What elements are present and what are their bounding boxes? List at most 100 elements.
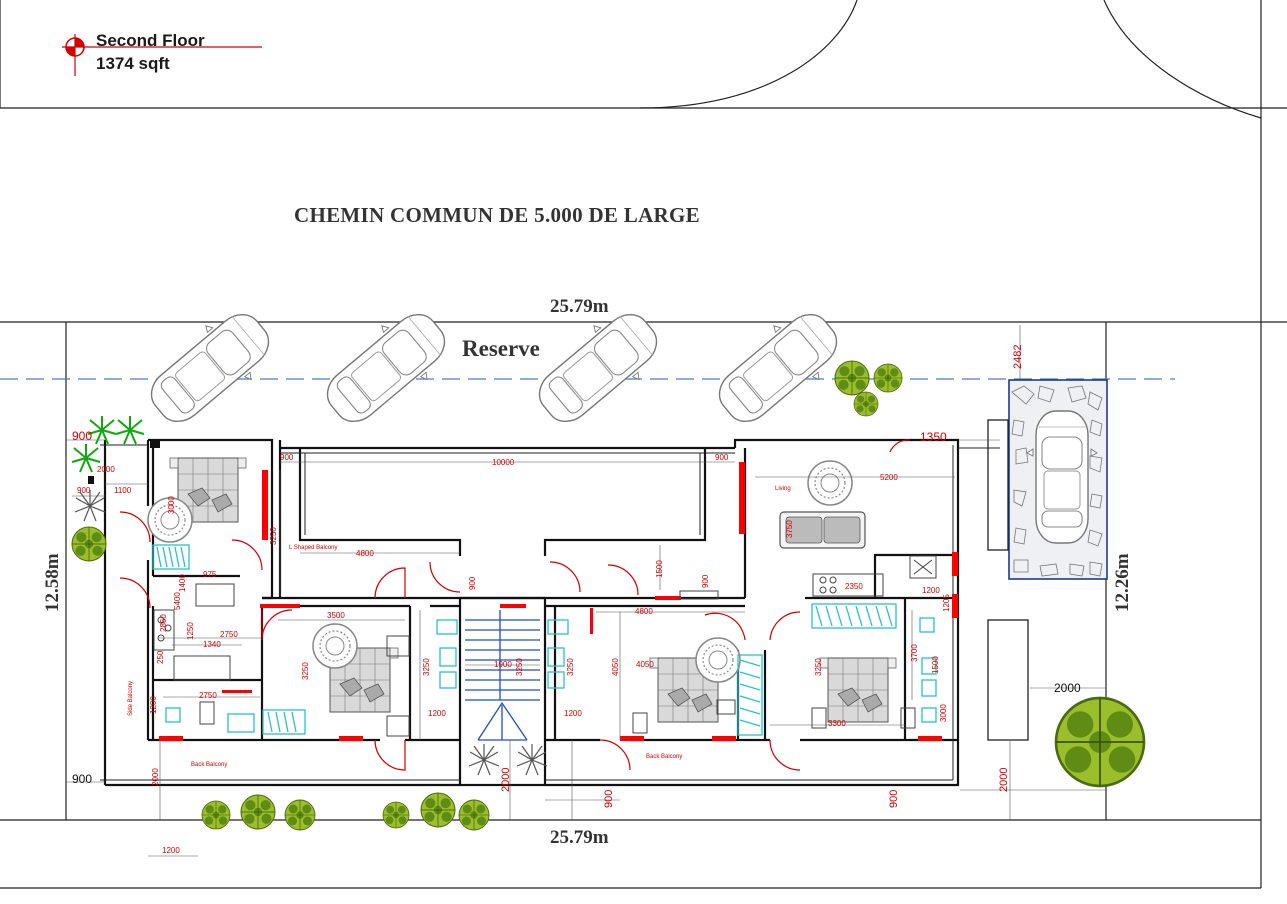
sofa-icon	[779, 511, 866, 549]
room-label: Back Balcony	[191, 762, 228, 768]
dimension: 3250	[301, 662, 310, 680]
dimension: 1400	[178, 574, 187, 592]
dimension: 900	[603, 789, 615, 808]
dimension: 10000	[492, 458, 515, 467]
rug-icon	[312, 623, 358, 669]
dimension: 3000	[167, 496, 176, 514]
tree-icon	[853, 391, 879, 417]
dimension: 2350	[845, 582, 863, 591]
dimension: 3750	[785, 520, 794, 538]
tree-icon	[240, 794, 276, 830]
dimension: 4800	[635, 607, 653, 616]
rug-icon	[695, 637, 741, 683]
dimension: 2000	[1054, 681, 1081, 695]
overall-depth-left: 12.58m	[42, 553, 63, 612]
dimension: 900	[280, 453, 294, 462]
kitchen-counter	[153, 555, 937, 737]
plant-icon	[468, 743, 500, 776]
dimension: 4800	[356, 549, 374, 558]
reserve-label: Reserve	[462, 336, 540, 361]
dimension: 900	[888, 789, 900, 808]
parking-pad	[1008, 379, 1108, 580]
dimension: 1900	[494, 660, 512, 669]
dimension: 5400	[173, 592, 182, 610]
dimension: 3250	[814, 658, 823, 676]
plant-icon	[115, 415, 145, 445]
fixtures	[152, 544, 937, 736]
bed-icon	[819, 657, 897, 723]
staircase	[465, 610, 540, 741]
tree-icon	[1054, 696, 1146, 788]
tree-icon	[834, 360, 870, 396]
chimney-blocks	[88, 440, 160, 484]
dimension: 3300	[828, 719, 846, 728]
crosshair-icon	[62, 34, 262, 76]
car-icon	[136, 298, 284, 438]
dimension: 3500	[327, 611, 345, 620]
dimension: 975	[203, 570, 217, 579]
dimension: 3700	[910, 644, 919, 662]
overall-width-bottom: 25.79m	[548, 827, 611, 849]
dimension: 1500	[655, 560, 664, 578]
dimension: 2000	[500, 767, 512, 792]
car-icon	[524, 298, 672, 438]
dimension-lines	[66, 325, 1106, 857]
car-icon	[312, 298, 460, 438]
dimension: 3250	[515, 658, 524, 676]
dimension: 1200	[564, 709, 582, 718]
dimension: 3250	[422, 658, 431, 676]
tree-icon	[458, 799, 490, 831]
dimension: 1100	[114, 486, 132, 495]
building-walls	[103, 438, 960, 787]
dimension: 4050	[636, 660, 654, 669]
overall-width-top: 25.79m	[548, 296, 611, 318]
dimension: 1500	[931, 656, 940, 674]
dimension: 900	[77, 486, 91, 495]
dimension: 900	[72, 772, 93, 786]
windows	[159, 462, 958, 741]
tree-icon	[382, 801, 410, 829]
dimension: 1350	[920, 430, 947, 444]
room-label: L Shaped Balcony	[289, 545, 338, 551]
rug-icon	[807, 460, 853, 506]
tree-icon	[873, 363, 903, 393]
dimension: 2750	[220, 630, 238, 639]
dimension: 900	[72, 429, 93, 443]
dimension: 5200	[880, 473, 898, 482]
overall-depth-right: 12.26m	[1112, 553, 1133, 612]
wall-thin	[100, 444, 1000, 781]
dimension: 2482	[1012, 344, 1024, 369]
plant-icon	[71, 443, 101, 473]
dimension: 1200	[922, 586, 940, 595]
door-swings	[119, 439, 911, 771]
room-label: Back Balcony	[646, 754, 683, 760]
dimension: 1200	[162, 846, 180, 855]
dimension: 2750	[199, 691, 217, 700]
dimension: 3000	[939, 704, 948, 722]
dimension: 1250	[186, 622, 195, 640]
dimension: 3250	[269, 527, 278, 545]
road-label: CHEMIN COMMUN DE 5.000 DE LARGE	[294, 203, 700, 227]
side-wall	[987, 619, 1029, 741]
dimension: 3250	[566, 658, 575, 676]
dimension: 1340	[203, 640, 221, 649]
dimension: 1205	[942, 594, 951, 612]
dimension: 2000	[151, 768, 160, 786]
side-wall	[987, 419, 1009, 551]
room-label: Living	[775, 486, 791, 492]
dimension: 4050	[611, 658, 620, 676]
dimension: 2000	[998, 767, 1010, 792]
car-icon	[704, 298, 852, 438]
tree-icon	[201, 800, 231, 830]
tree-icon	[284, 799, 316, 831]
tree-icon	[420, 792, 456, 828]
dimension: 250	[156, 650, 165, 664]
dimension: 900	[701, 574, 710, 588]
plant-icon	[516, 743, 548, 776]
dimension: 900	[468, 576, 477, 590]
tree-icon	[71, 526, 107, 562]
dimension: 900	[715, 453, 729, 462]
room-label: Side Balcony	[128, 680, 134, 716]
dimension: 2860	[159, 614, 168, 632]
dimension: 1200	[149, 696, 158, 714]
